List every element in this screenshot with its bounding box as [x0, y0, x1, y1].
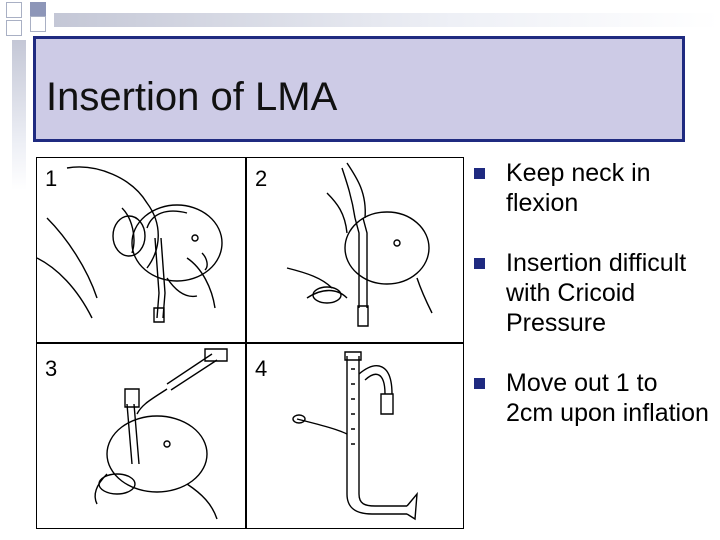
- side-gradient-bar: [12, 40, 26, 190]
- lma-insertion-step-2-drawing: [247, 158, 465, 344]
- bullet-text: Move out 1 to 2cm upon inflation: [506, 369, 709, 427]
- panel-number-1: 1: [45, 166, 58, 191]
- illustration-panel-2: 2: [246, 157, 464, 343]
- illustration-panel-3: 3: [36, 343, 246, 529]
- bullet-list: Keep neck in flexion Insertion difficult…: [470, 158, 710, 458]
- panel-number-4: 4: [255, 356, 268, 381]
- title-banner: Insertion of LMA: [33, 36, 685, 142]
- lma-insertion-step-1-drawing: [37, 158, 247, 344]
- slide-title: Insertion of LMA: [46, 75, 338, 119]
- corner-square: [30, 16, 46, 32]
- panel-number-3: 3: [45, 356, 58, 381]
- bullet-item: Keep neck in flexion: [470, 158, 710, 218]
- bullet-text: Insertion difficult with Cricoid Pressur…: [506, 249, 687, 337]
- bullet-item: Move out 1 to 2cm upon inflation: [470, 368, 710, 428]
- top-gradient-bar: [54, 13, 720, 27]
- corner-square: [6, 20, 22, 36]
- square-bullet-icon: [474, 378, 485, 389]
- illustration-panel-4: 4: [246, 343, 464, 529]
- illustration-panel-1: 1: [36, 157, 246, 343]
- bullet-item: Insertion difficult with Cricoid Pressur…: [470, 248, 710, 338]
- panel-number-2: 2: [255, 166, 268, 191]
- bullet-text: Keep neck in flexion: [506, 159, 651, 217]
- lma-device-drawing: [247, 344, 465, 530]
- corner-square: [6, 2, 22, 18]
- square-bullet-icon: [474, 168, 485, 179]
- square-bullet-icon: [474, 258, 485, 269]
- lma-insertion-step-3-drawing: [37, 344, 247, 530]
